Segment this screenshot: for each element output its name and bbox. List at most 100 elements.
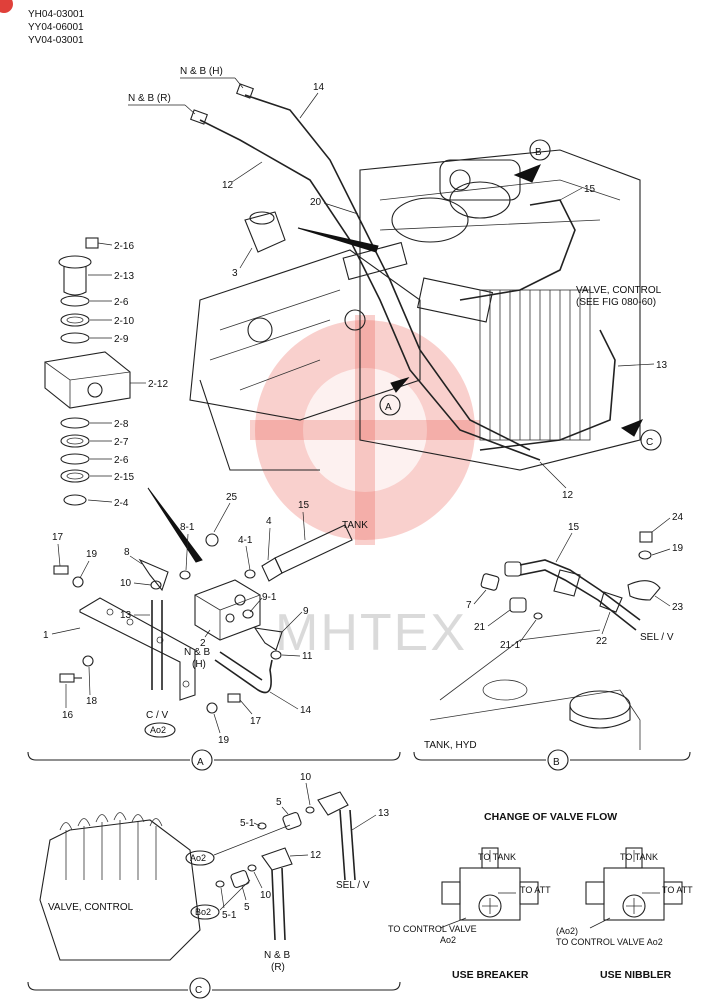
view-b-tank-label: TANK, HYD: [424, 740, 477, 751]
callout-c-5-1a: 5-1: [240, 818, 255, 829]
callout-b-15: 15: [568, 522, 580, 533]
view-b-sel-label: SEL / V: [640, 632, 674, 643]
watermark-text: MHTEX: [275, 604, 467, 662]
callout-a-16: 16: [62, 710, 74, 721]
arrow-c-label: C: [646, 437, 653, 448]
callout-a-18: 18: [86, 696, 98, 707]
view-c-nb-label: N & B: [264, 950, 290, 961]
view-a-tank-label: TANK: [342, 520, 368, 531]
callout-a-9-1: 9-1: [262, 592, 277, 603]
callout-2-8: 2-8: [114, 419, 129, 430]
callout-a-4-1: 4-1: [238, 535, 253, 546]
callout-b-7: 7: [466, 600, 472, 611]
callout-c-5a: 5: [276, 797, 282, 808]
callout-2-7: 2-7: [114, 437, 129, 448]
view-a-nb-label: N & B: [184, 647, 210, 658]
flow-right-ao2: (Ao2): [556, 926, 578, 936]
watermark-logo: [250, 315, 480, 545]
callout-b-21: 21: [474, 622, 486, 633]
callout-2-9: 2-9: [114, 334, 129, 345]
callout-b-19: 19: [672, 543, 684, 554]
view-c-title: C: [195, 985, 202, 996]
view-b-title: B: [553, 757, 560, 768]
main-view: B A C N & B (H) N & B (R) VALVE, CONTROL…: [128, 66, 668, 501]
arrow-a-label: A: [385, 402, 392, 413]
model-code-1: YH04-03001: [28, 9, 85, 20]
view-a-cv-label: C / V: [146, 710, 169, 721]
callout-b-23: 23: [672, 602, 684, 613]
callout-a-10: 10: [120, 578, 132, 589]
main-nb-r-label: N & B (R): [128, 93, 171, 104]
view-a-ao2-tag: Ao2: [150, 725, 166, 735]
callout-a-19b: 19: [218, 735, 230, 746]
arrow-b-label: B: [535, 147, 542, 158]
callout-a-19: 19: [86, 549, 98, 560]
flow-change-panel: CHANGE OF VALVE FLOW TO TANK TO ATT TO C…: [388, 811, 693, 981]
view-c-sel-label: SEL / V: [336, 880, 370, 891]
callout-b-22: 22: [596, 636, 608, 647]
callout-c-10b: 10: [260, 890, 272, 901]
callout-2-10: 2-10: [114, 316, 134, 327]
callout-2-13: 2-13: [114, 271, 134, 282]
flow-right-to-tank: TO TANK: [620, 852, 658, 862]
view-a: TANK 25 15 4 4-1 8-1 17: [27, 492, 401, 771]
flow-left-ao2: Ao2: [440, 935, 456, 945]
callout-2-15: 2-15: [114, 472, 134, 483]
callout-main-20: 20: [310, 197, 322, 208]
main-valve-label: VALVE, CONTROL: [576, 285, 662, 296]
callout-a-15: 15: [298, 500, 310, 511]
model-code-3: YV04-03001: [28, 35, 84, 46]
flow-right-to-cv: TO CONTROL VALVE Ao2: [556, 937, 663, 947]
main-see-fig-label: (SEE FIG 080-60): [576, 297, 656, 308]
view-c-bo2-tag: Bo2: [195, 907, 211, 917]
flow-left-to-cv: TO CONTROL VALVE: [388, 924, 477, 934]
view-c-valve-label: VALVE, CONTROL: [48, 902, 134, 913]
flow-nibbler: TO TANK TO ATT (Ao2) TO CONTROL VALVE Ao…: [556, 847, 693, 981]
callout-a-13: 13: [120, 610, 132, 621]
callout-c-12: 12: [310, 850, 322, 861]
flow-left-to-att: TO ATT: [520, 885, 551, 895]
callout-2-4: 2-4: [114, 498, 129, 509]
exploded-block: 2-16 2-13 2-6 2-10 2-9 2-12 2-8 2-7 2-6: [44, 237, 203, 563]
flow-breaker: TO TANK TO ATT TO CONTROL VALVE Ao2 USE …: [388, 847, 551, 981]
callout-b-24: 24: [672, 512, 684, 523]
callout-a-8-1: 8-1: [180, 522, 195, 533]
view-c: VALVE, CONTROL Ao2 Bo2 10 5 13 SEL / V 5…: [27, 772, 401, 999]
view-a-title: A: [197, 757, 204, 768]
callout-a-14: 14: [300, 705, 312, 716]
callout-2-12: 2-12: [148, 379, 168, 390]
flow-right-caption: USE NIBBLER: [600, 969, 672, 981]
callout-b-21-1: 21-1: [500, 640, 520, 651]
callout-a-4: 4: [266, 516, 272, 527]
callout-a-17: 17: [52, 532, 64, 543]
callout-a-1: 1: [43, 630, 49, 641]
callout-a-17b: 17: [250, 716, 262, 727]
view-c-ao2-tag: Ao2: [190, 853, 206, 863]
callout-main-3: 3: [232, 268, 238, 279]
callout-a-2: 2: [200, 638, 206, 649]
callout-main-13: 13: [656, 360, 668, 371]
callout-2-16: 2-16: [114, 241, 134, 252]
callout-main-15: 15: [584, 184, 596, 195]
callout-2-6b: 2-6: [114, 455, 129, 466]
callout-main-14: 14: [313, 82, 325, 93]
callout-main-12a: 12: [222, 180, 234, 191]
callout-a-8: 8: [124, 547, 130, 558]
corner-marker: [0, 0, 13, 13]
flow-change-title: CHANGE OF VALVE FLOW: [484, 811, 617, 823]
callout-c-5b: 5: [244, 902, 250, 913]
main-nb-h-label: N & B (H): [180, 66, 223, 77]
callout-a-11: 11: [302, 651, 313, 662]
callout-a-25: 25: [226, 492, 238, 503]
flow-right-to-att: TO ATT: [662, 885, 693, 895]
callout-a-9: 9: [303, 606, 309, 617]
callout-main-12b: 12: [562, 490, 574, 501]
flow-left-caption: USE BREAKER: [452, 969, 529, 981]
callout-c-5-1b: 5-1: [222, 910, 237, 921]
callout-c-10a: 10: [300, 772, 312, 783]
view-b: 24 19 15 7 21 21-1 23 22 SEL / V TANK, H…: [413, 512, 691, 771]
model-code-2: YY04-06001: [28, 22, 84, 33]
flow-left-to-tank: TO TANK: [478, 852, 516, 862]
view-c-nb-sub: (R): [271, 962, 285, 973]
